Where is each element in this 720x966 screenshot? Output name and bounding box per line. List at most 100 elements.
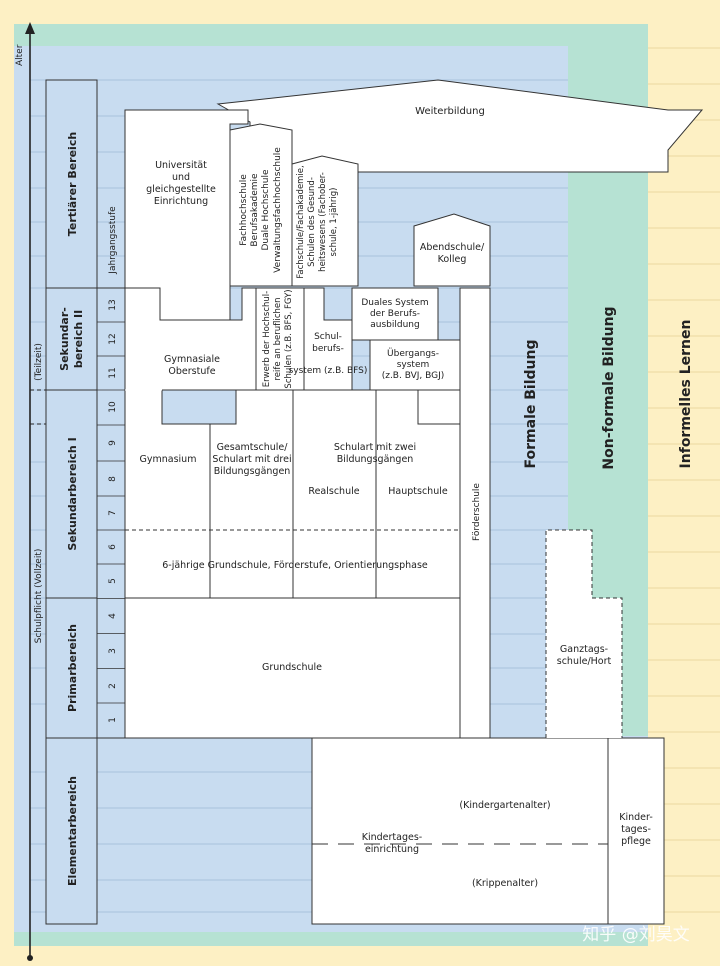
tagespflege-block bbox=[607, 737, 665, 925]
kita-label: Kindertages- einrichtung bbox=[362, 832, 422, 855]
schulart-zwei-label: Schulart mit zwei Bildungsgängen bbox=[334, 442, 416, 465]
abendschule-label: Abendschule/ Kolleg bbox=[420, 242, 485, 265]
age-axis-label: Alter bbox=[15, 44, 25, 66]
svg-text:Universität: Universität bbox=[155, 160, 207, 171]
svg-text:Bildungsgängen: Bildungsgängen bbox=[337, 454, 414, 465]
svg-text:Berufsakademie: Berufsakademie bbox=[250, 173, 260, 247]
svg-text:Bildungsgängen: Bildungsgängen bbox=[214, 466, 291, 477]
bereich-sek2-line1: Sekundar- bbox=[58, 307, 71, 371]
duales-block bbox=[351, 287, 439, 341]
hauptschule-label: Hauptschule bbox=[388, 486, 448, 497]
gymnasiale-label: Gymnasiale Oberstufe bbox=[164, 354, 220, 377]
zone-informal-label: Informelles Lernen bbox=[678, 320, 694, 469]
svg-text:einrichtung: einrichtung bbox=[365, 844, 419, 855]
weiterbildung-label: Weiterbildung bbox=[415, 106, 485, 117]
tagespflege-label: Kinder- tages- pflege bbox=[619, 812, 653, 847]
erwerb-label: Erwerb der Hochschul- reife an beruflich… bbox=[262, 289, 294, 388]
jahrgang-header: Jahrgangsstufe bbox=[108, 206, 118, 275]
svg-text:gleichgestellte: gleichgestellte bbox=[146, 184, 216, 195]
svg-text:Kinder-: Kinder- bbox=[619, 812, 653, 823]
svg-text:system (z.B. BFS): system (z.B. BFS) bbox=[289, 366, 368, 376]
grade-label: 3 bbox=[108, 648, 118, 654]
realschule-label: Realschule bbox=[308, 486, 359, 497]
abendschule-block bbox=[413, 213, 491, 287]
svg-text:ausbildung: ausbildung bbox=[370, 320, 419, 330]
grade-label: 8 bbox=[108, 476, 118, 482]
svg-text:heitswesens (Fachober-: heitswesens (Fachober- bbox=[318, 172, 328, 272]
age-axis-arrow-icon bbox=[25, 22, 35, 34]
jahrgang-column bbox=[96, 287, 126, 739]
grade-label: 5 bbox=[108, 578, 118, 584]
svg-text:Kolleg: Kolleg bbox=[438, 254, 467, 265]
svg-text:Oberstufe: Oberstufe bbox=[168, 366, 215, 377]
grade-label: 10 bbox=[108, 401, 118, 413]
gesamtschule-label: Gesamtschule/ Schulart mit drei Bildungs… bbox=[212, 442, 291, 477]
bereich-sek1: Sekundarbereich I bbox=[66, 437, 79, 550]
zone-formal-label: Formale Bildung bbox=[523, 340, 539, 469]
svg-text:Duales System: Duales System bbox=[361, 298, 428, 308]
svg-text:system: system bbox=[397, 360, 430, 370]
bereich-sidebar bbox=[45, 79, 98, 925]
svg-text:Duale Hochschule: Duale Hochschule bbox=[261, 169, 271, 251]
erwerb-block bbox=[255, 287, 305, 391]
kindergartenalter-label: (Kindergartenalter) bbox=[459, 800, 550, 811]
svg-text:Gymnasiale: Gymnasiale bbox=[164, 354, 220, 365]
watermark: 知乎 @刘昊文 bbox=[582, 925, 689, 945]
grade-label: 11 bbox=[108, 367, 118, 378]
grade-label: 9 bbox=[108, 440, 118, 446]
grade-label: 7 bbox=[108, 510, 118, 516]
grade-label: 6 bbox=[108, 544, 118, 550]
fachschule-label: Fachschule/Fachakademie, Schulen des Ges… bbox=[296, 165, 339, 278]
foerderschule-label: Förderschule bbox=[472, 483, 482, 541]
zone-nonformal-label: Non-formale Bildung bbox=[601, 306, 617, 469]
svg-text:Fachhochschule: Fachhochschule bbox=[239, 174, 249, 246]
svg-text:tages-: tages- bbox=[621, 824, 651, 835]
svg-text:Schulen (z.B. BFS, FGY): Schulen (z.B. BFS, FGY) bbox=[284, 289, 294, 388]
svg-text:Verwaltungsfachhochschule: Verwaltungsfachhochschule bbox=[273, 147, 283, 273]
gymnasium-label: Gymnasium bbox=[140, 454, 197, 465]
svg-text:Gesamtschule/: Gesamtschule/ bbox=[217, 442, 289, 453]
sek1-dividers bbox=[125, 389, 377, 598]
svg-text:der Berufs-: der Berufs- bbox=[370, 309, 420, 319]
fachschule-block bbox=[291, 155, 359, 287]
ganztag-block bbox=[546, 530, 622, 738]
teilzeit-label: (Teilzeit) bbox=[34, 343, 44, 381]
svg-text:Einrichtung: Einrichtung bbox=[154, 196, 208, 207]
svg-text:schule, 1-jährig): schule, 1-jährig) bbox=[329, 188, 339, 257]
grade-label: 4 bbox=[108, 613, 118, 619]
uebergang-label: Übergangs- system (z.B. BVJ, BGJ) bbox=[382, 348, 445, 381]
svg-text:Schul-: Schul- bbox=[314, 332, 342, 342]
grade-label: 2 bbox=[108, 683, 118, 689]
uebergang-block bbox=[369, 339, 461, 391]
svg-text:Schulart mit drei: Schulart mit drei bbox=[212, 454, 291, 465]
schulberuf-label: Schul- berufs- system (z.B. BFS) bbox=[289, 332, 368, 376]
svg-text:Kindertages-: Kindertages- bbox=[362, 832, 422, 843]
kita-block bbox=[311, 737, 609, 925]
grade-label: 1 bbox=[108, 717, 118, 723]
ganztag-label: Ganztags- schule/Hort bbox=[557, 644, 612, 667]
bereich-tertiaer: Tertiärer Bereich bbox=[66, 132, 79, 236]
duales-label: Duales System der Berufs- ausbildung bbox=[361, 298, 428, 330]
svg-text:Erwerb der Hochschul-: Erwerb der Hochschul- bbox=[262, 291, 272, 387]
svg-text:Fachschule/Fachakademie,: Fachschule/Fachakademie, bbox=[296, 165, 306, 278]
bereich-primar: Primarbereich bbox=[66, 624, 79, 712]
svg-text:Abendschule/: Abendschule/ bbox=[420, 242, 485, 253]
svg-text:und: und bbox=[172, 172, 190, 183]
svg-text:Ganztags-: Ganztags- bbox=[560, 644, 608, 655]
vollzeit-label: Schulpflicht (Vollzeit) bbox=[34, 549, 44, 644]
svg-text:(z.B. BVJ, BGJ): (z.B. BVJ, BGJ) bbox=[382, 371, 445, 381]
grade-label: 12 bbox=[108, 333, 118, 344]
svg-text:schule/Hort: schule/Hort bbox=[557, 656, 612, 667]
svg-text:Schulen des Gesund-: Schulen des Gesund- bbox=[307, 177, 317, 267]
orientierung-label: 6-jährige Grundschule, Förderstufe, Orie… bbox=[162, 560, 428, 571]
bereich-sek2-line2: bereich II bbox=[72, 310, 85, 368]
krippenalter-label: (Krippenalter) bbox=[472, 878, 538, 889]
ganztag-border bbox=[545, 529, 623, 738]
foerderschule-block bbox=[459, 287, 491, 739]
svg-text:berufs-: berufs- bbox=[312, 344, 344, 354]
svg-text:Schulart mit zwei: Schulart mit zwei bbox=[334, 442, 416, 453]
grade-label: 13 bbox=[108, 299, 118, 310]
